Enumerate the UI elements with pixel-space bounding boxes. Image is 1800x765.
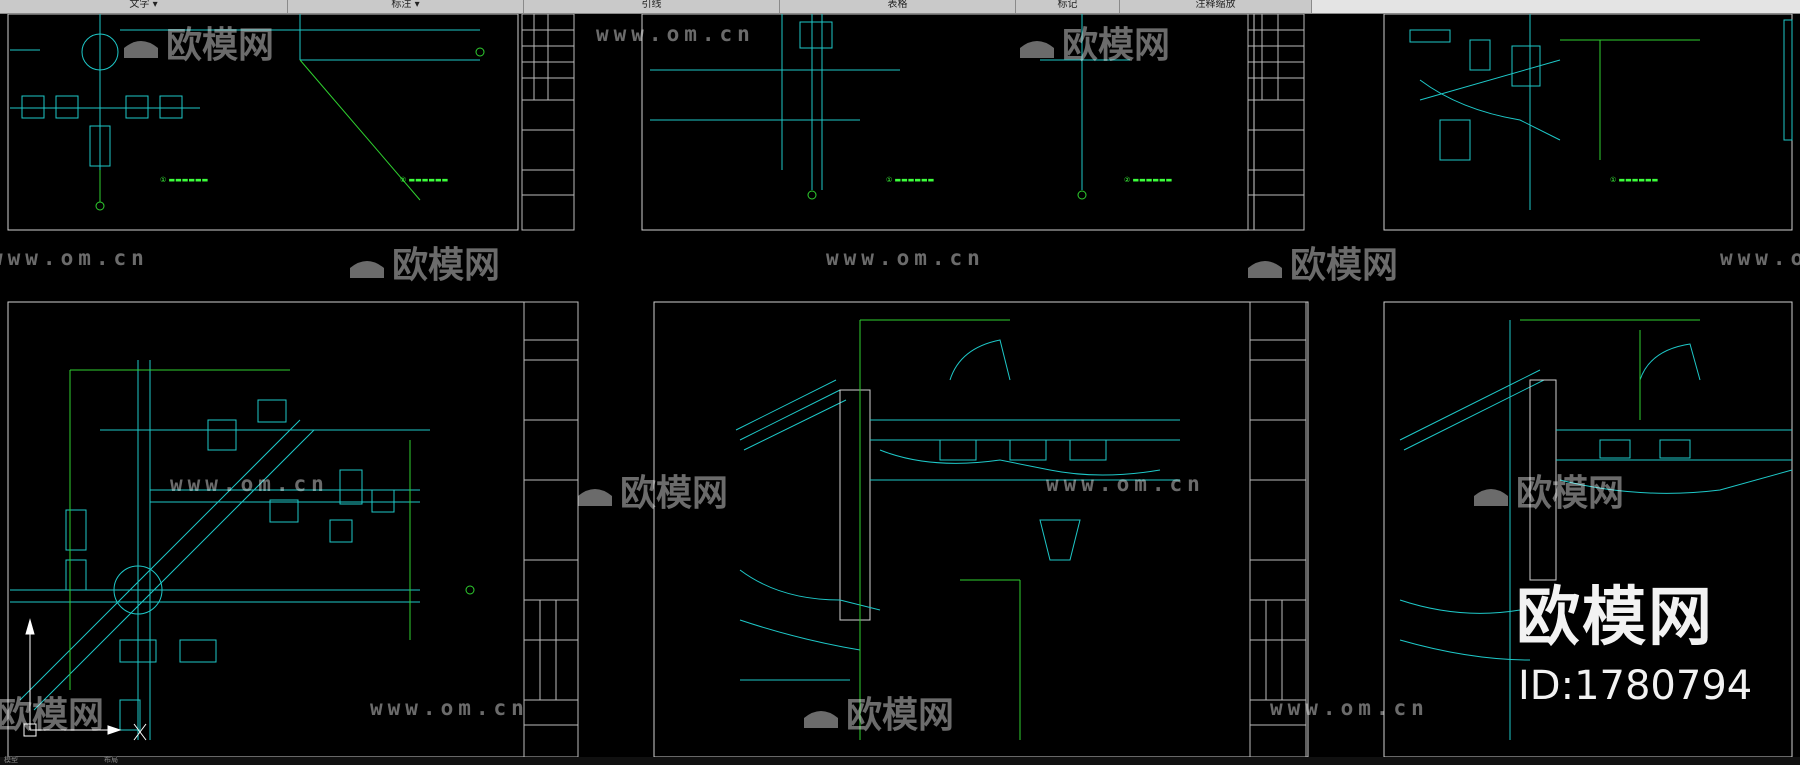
sofa-logo-icon [1244, 252, 1286, 282]
ucs-icon [23, 618, 147, 741]
tab-leader[interactable]: 引线 [524, 0, 780, 13]
tab-markup-label: 标记 [1057, 0, 1078, 10]
sofa-logo-icon [800, 702, 842, 732]
ribbon-empty-area [1312, 0, 1800, 13]
tab-table-label: 表格 [887, 0, 908, 10]
bracket-plan-bottom-left [10, 360, 430, 740]
watermark-brand: 欧模网 [346, 236, 500, 288]
plan-drawing-top-left [10, 14, 480, 200]
status-model-tab[interactable]: 模型 [4, 756, 18, 764]
watermark-brand-text: 欧模网 [1290, 245, 1399, 286]
sofa-logo-icon [574, 480, 616, 510]
section-drawing-top-mid [650, 14, 1130, 190]
watermark-url: www.om.cn [826, 246, 985, 270]
watermark-url: www.om.cn [596, 22, 755, 46]
title-block-top-mid [1247, 14, 1305, 231]
sheet-frame-top-left [7, 14, 519, 231]
watermark-brand-text: 欧模网 [0, 695, 105, 736]
watermark-brand: 欧模网 [574, 464, 728, 516]
sheet-frame-top-mid [641, 14, 1255, 231]
watermark-brand: 欧模网 [1244, 236, 1398, 288]
sheet-frame-bottom-right [1383, 301, 1793, 757]
watermark-brand-text: 欧模网 [846, 695, 955, 736]
sofa-logo-icon [120, 32, 162, 62]
watermark-url: www.om.cn [1270, 696, 1429, 720]
watermark-brand: 欧模网 [1470, 464, 1624, 516]
watermark-brand: 欧模网 [0, 686, 104, 738]
tab-dimension[interactable]: 标注 ▾ [288, 0, 524, 13]
watermark-brand: 欧模网 [120, 16, 274, 68]
sheet-frame-bottom-mid [653, 301, 1309, 757]
watermark-url: www.om.cn [370, 696, 529, 720]
title-block-top-left [521, 14, 575, 231]
watermark-url: www.om.cn [1720, 246, 1800, 270]
drawing-label-5: ① ▬▬▬▬▬▬ [1610, 176, 1659, 184]
sofa-logo-icon [346, 252, 388, 282]
sofa-logo-icon [1016, 32, 1058, 62]
watermark-brand-text: 欧模网 [1062, 25, 1171, 66]
drawing-label-4: ② ▬▬▬▬▬▬ [1124, 176, 1173, 184]
status-layout-tab[interactable]: 布局 [104, 756, 118, 764]
overlay-id-label: ID:1780794 [1518, 663, 1753, 709]
watermark-brand-text: 欧模网 [392, 245, 501, 286]
eave-section-bottom-right [1399, 320, 1793, 740]
watermark-brand: 欧模网 [800, 686, 954, 738]
ribbon-toolbar: 文字 ▾ 标注 ▾ 引线 表格 标记 注释缩放 [0, 0, 1800, 14]
sheet-frame-top-right [1383, 14, 1793, 231]
tab-dimension-label: 标注 [391, 0, 412, 10]
tab-markup[interactable]: 标记 [1016, 0, 1120, 13]
status-bar: 模型 布局 [0, 756, 1800, 765]
watermark-brand: 欧模网 [1016, 16, 1170, 68]
drawing-label-1: ① ▬▬▬▬▬▬ [160, 176, 209, 184]
overlay-brand: 欧模网 [1516, 581, 1714, 655]
drawing-label-3: ① ▬▬▬▬▬▬ [886, 176, 935, 184]
sofa-logo-icon [1470, 480, 1512, 510]
drawing-label-2: ② ▬▬▬▬▬▬ [400, 176, 449, 184]
tab-annotation-scaling[interactable]: 注释缩放 [1120, 0, 1312, 13]
drawing-canvas[interactable] [0, 14, 1800, 757]
watermark-url: www.om.cn [1046, 472, 1205, 496]
watermark-brand-text: 欧模网 [1516, 473, 1625, 514]
title-block-bottom-left [523, 301, 579, 757]
tab-text-label: 文字 [129, 0, 150, 10]
watermark-url: www.om.cn [0, 246, 149, 270]
tab-text[interactable]: 文字 ▾ [0, 0, 288, 13]
watermark-brand-text: 欧模网 [166, 25, 275, 66]
watermark-url: www.om.cn [170, 472, 329, 496]
tab-leader-label: 引线 [641, 0, 662, 10]
tab-table[interactable]: 表格 [780, 0, 1016, 13]
watermark-brand-text: 欧模网 [620, 473, 729, 514]
eave-drawing-top-right [1409, 14, 1793, 210]
title-block-bottom-mid [1249, 301, 1307, 757]
tab-annotation-scaling-label: 注释缩放 [1195, 0, 1236, 10]
eave-section-bottom-mid [735, 339, 1180, 681]
